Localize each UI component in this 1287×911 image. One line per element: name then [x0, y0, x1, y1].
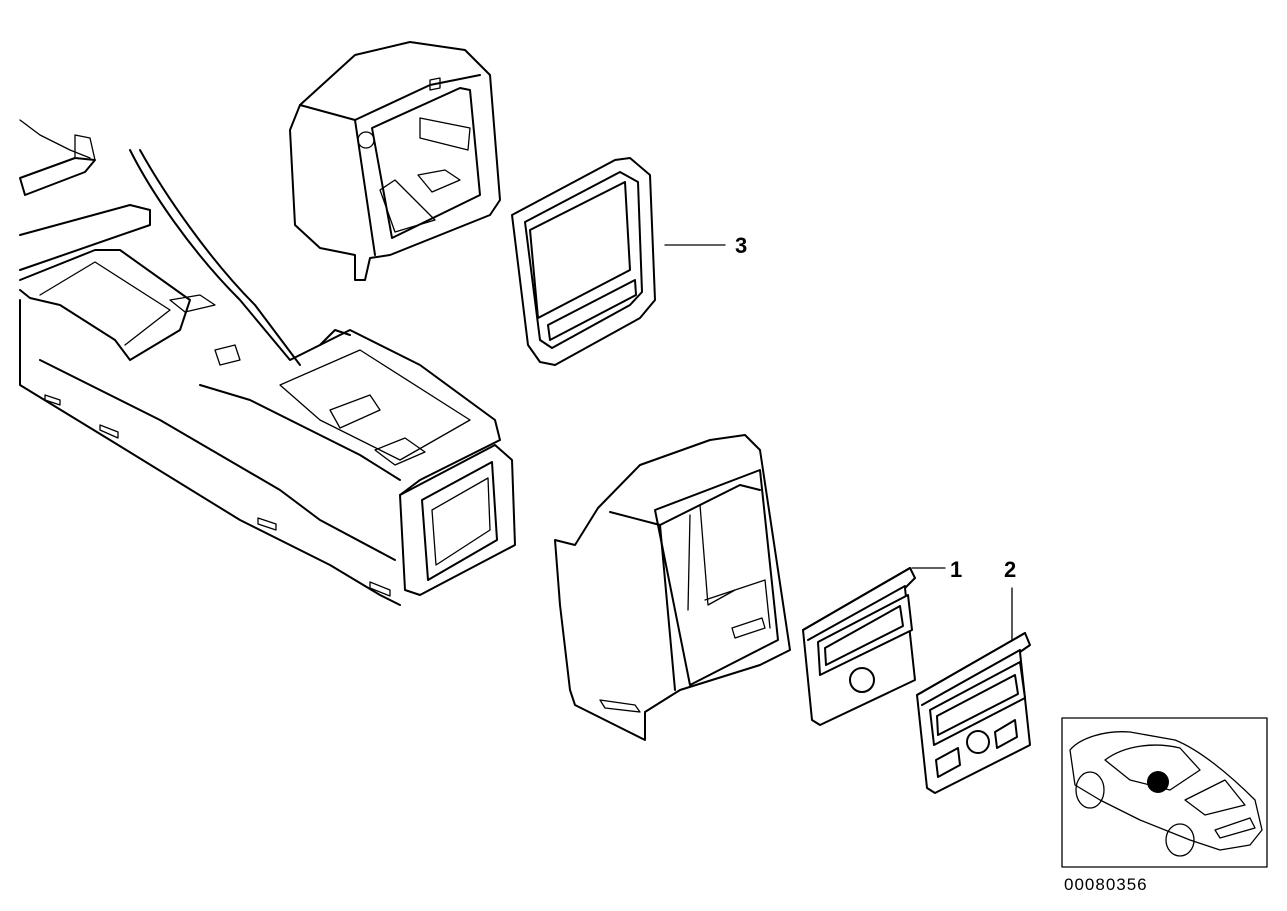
vehicle-locator-thumbnail	[1061, 717, 1268, 868]
callout-1: 1	[950, 557, 962, 582]
callout-3: 3	[735, 233, 747, 258]
diagram-reference-code: 00080356	[1064, 875, 1148, 894]
center-console[interactable]	[19, 119, 516, 606]
console-rear-housing-upper[interactable]	[289, 41, 501, 281]
trim-panel-part-1[interactable]	[802, 567, 916, 726]
locator-dot	[1147, 771, 1169, 793]
trim-panel-part-2[interactable]	[916, 632, 1031, 794]
callout-2: 2	[1004, 557, 1016, 582]
trim-frame-part-3[interactable]	[511, 157, 656, 366]
console-rear-housing-lower[interactable]	[554, 434, 791, 741]
